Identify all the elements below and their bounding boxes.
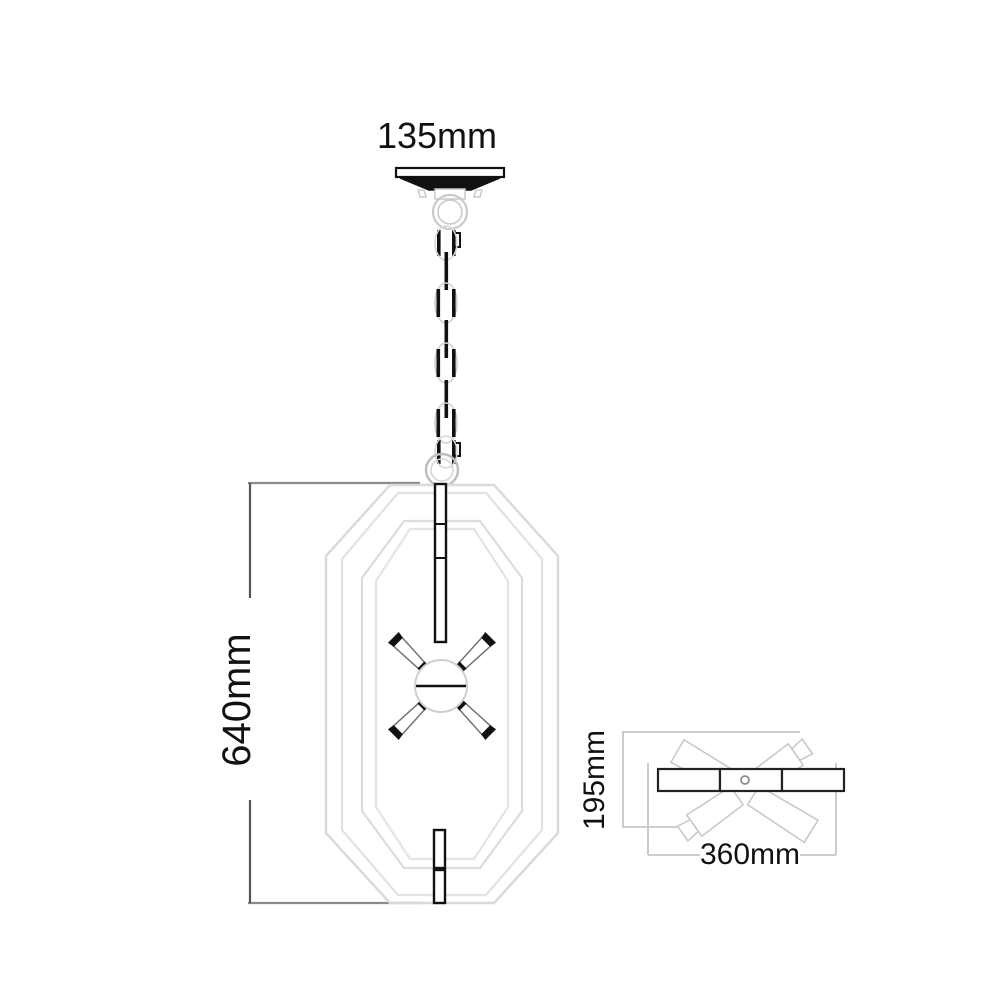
dimension-label-195mm: 195mm [578, 730, 611, 830]
dimension-label-640mm: 640mm [215, 633, 259, 766]
detail-arm-lower-right [746, 784, 820, 844]
bottom-finial [432, 828, 447, 905]
dimension-canopy-width: 135mm [377, 115, 497, 156]
dimension-detail-height: 195mm [578, 730, 800, 830]
center-rod [433, 482, 448, 644]
detail-arm-lower-left [676, 785, 745, 843]
octagon-cage-frames [324, 483, 560, 905]
dimension-label-135mm: 135mm [377, 115, 497, 156]
detail-center-mount-hole [740, 775, 750, 785]
suspension-chain [434, 225, 461, 469]
octagon-frame-outer [324, 483, 560, 905]
lower-hanging-ring [424, 452, 460, 488]
octagon-frame-third [360, 519, 524, 870]
dimension-detail-width: 360mm [647, 763, 837, 871]
chain-link [434, 435, 461, 469]
top-hanging-ring [431, 193, 469, 231]
dimension-fixture-height: 640mm [215, 481, 420, 905]
center-hub-assembly [387, 631, 497, 741]
octagon-frame-inner [374, 527, 510, 861]
octagon-frame-second [340, 491, 544, 897]
dimension-label-360mm: 360mm [700, 838, 800, 871]
detail-horizontal-bar [656, 767, 846, 793]
